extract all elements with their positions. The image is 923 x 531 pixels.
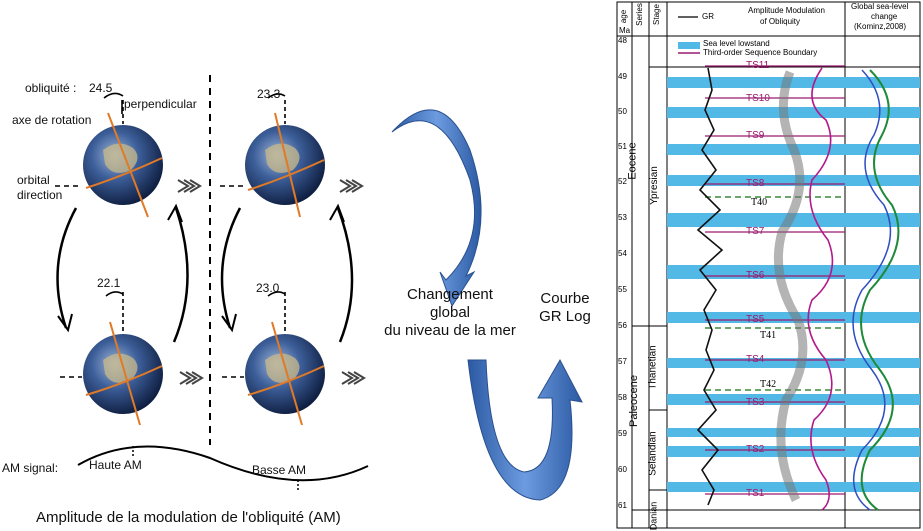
age-tick-label: 59 <box>618 429 627 438</box>
sequence-boundary-label: TS11 <box>746 60 770 71</box>
dashed-marker-label: T40 <box>751 197 768 208</box>
stratigraphic-chart <box>616 1 921 529</box>
stage-ypresian: Ypresian <box>648 166 660 205</box>
sequence-boundary-label: TS6 <box>746 270 765 281</box>
am-signal-label: AM signal: <box>2 461 59 475</box>
sequence-boundary-label: TS9 <box>746 130 765 141</box>
sequence-boundary-label: TS8 <box>746 178 765 189</box>
age-tick-label: 50 <box>618 107 627 116</box>
gr-legend-label: GR <box>702 12 714 21</box>
sequence-boundary-label: TS1 <box>746 488 765 499</box>
dashed-marker-lines <box>705 196 845 391</box>
am-header-1: Amplitude Modulation <box>748 6 825 15</box>
sequence-boundary-label: TS5 <box>746 314 765 325</box>
am-envelope <box>773 70 808 502</box>
high-am-label: Haute AM <box>89 458 142 472</box>
orbital-direction-label-1: orbital <box>17 173 50 187</box>
sequence-boundary-label: TS2 <box>746 444 765 455</box>
stage-danian: Danian <box>648 501 659 531</box>
sea-level-header-1: Global sea-level <box>851 2 909 11</box>
lowstand-legend-label: Sea level lowstand <box>703 39 770 48</box>
earth-globe-bottom-left <box>83 321 163 426</box>
sea-level-curve-green <box>860 69 900 511</box>
angle-label-bottom-right: 23.0 <box>256 281 280 295</box>
stage-header: Stage <box>651 4 661 25</box>
age-tick-label: 61 <box>618 501 627 510</box>
series-header: Series <box>634 3 644 26</box>
angle-guides <box>55 92 286 378</box>
age-tick-label: 51 <box>618 142 627 151</box>
age-tick-label: 52 <box>618 177 627 186</box>
age-tick-label: 55 <box>618 285 627 294</box>
series-eocene: Eocene <box>626 142 639 180</box>
series-paleocene: Paleocene <box>628 375 640 427</box>
sequence-boundary-label: TS7 <box>746 226 765 237</box>
sea-level-curve-blue <box>852 69 892 511</box>
am-trend-curve <box>807 67 834 511</box>
perpendicular-label: perpendicular <box>124 97 197 111</box>
am-header-2: of Obliquity <box>760 17 801 26</box>
earth-globe-top-right <box>245 112 325 218</box>
dashed-marker-label: T42 <box>760 379 777 390</box>
stage-thanetian: Thanetian <box>647 345 659 390</box>
earth-globe-bottom-right <box>245 321 325 426</box>
angle-label-top-right: 23.3 <box>257 87 281 101</box>
orbital-direction-arrows <box>177 179 366 385</box>
am-signal-curve <box>77 445 369 482</box>
age-tick-label: 48 <box>618 36 627 45</box>
gr-log-curve-label: Courbe GR Log <box>539 290 591 325</box>
gr-log-arrow <box>467 358 583 501</box>
gr-curve <box>696 67 724 506</box>
dashed-marker-label: T41 <box>760 330 777 341</box>
age-tick-label: 60 <box>618 465 627 474</box>
obliquity-label: obliquité : <box>25 81 77 95</box>
sea-level-arrow <box>391 109 482 308</box>
age-tick-label: 58 <box>618 393 627 402</box>
angle-label-bottom-left: 22.1 <box>97 276 121 290</box>
age-tick-label: 56 <box>618 321 627 330</box>
figure-caption: Amplitude de la modulation de l'obliquit… <box>36 509 341 526</box>
sea-level-change-label: Changement global du niveau de la mer <box>384 286 516 339</box>
age-header: age <box>619 9 629 24</box>
earth-globe-top-left <box>83 112 163 218</box>
sea-level-header-2: change <box>871 12 898 21</box>
sequence-boundary-label: TS4 <box>746 354 765 365</box>
age-tick-label: 57 <box>618 357 627 366</box>
sea-level-header-3: (Kominz,2008) <box>854 22 907 31</box>
age-tick-label: 53 <box>618 213 627 222</box>
stage-selandian: Selandian <box>647 431 659 476</box>
low-am-label: Basse AM <box>252 463 307 477</box>
sequence-boundary-label: TS3 <box>746 397 765 408</box>
age-tick-label: 49 <box>618 72 627 81</box>
boundary-legend-label: Third-order Sequence Boundary <box>703 48 818 57</box>
age-tick-label: 54 <box>618 249 627 258</box>
sequence-boundary-label: TS10 <box>746 93 770 104</box>
angle-label-top-left: 24.5 <box>89 81 113 95</box>
cycle-arrows <box>56 203 354 343</box>
rotation-axis-label: axe de rotation <box>12 113 92 127</box>
ma-header: Ma <box>619 26 631 35</box>
orbital-direction-label-2: direction <box>17 188 63 202</box>
